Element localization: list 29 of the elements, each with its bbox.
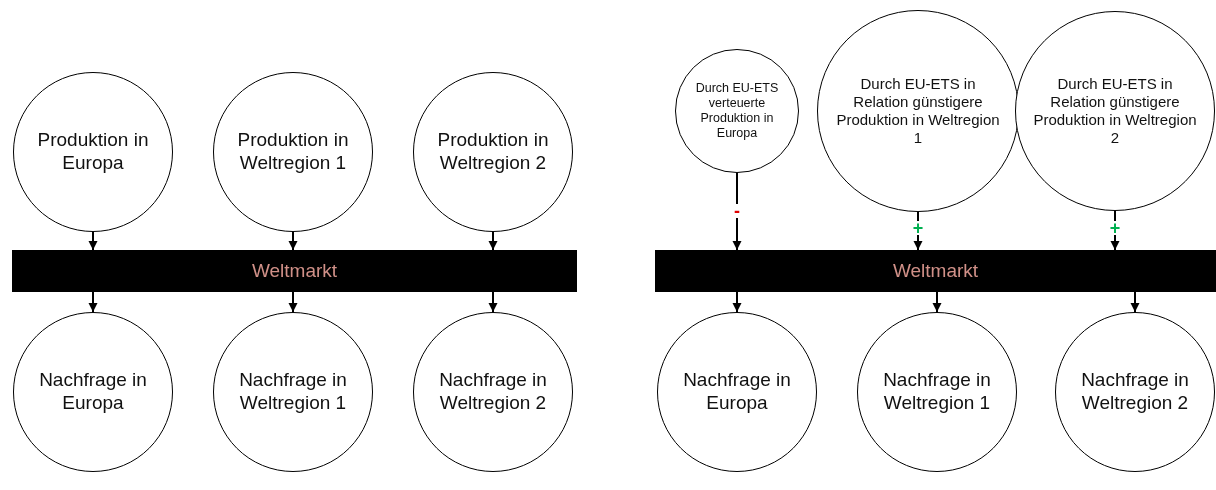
arrow [732, 172, 742, 251]
node-label: Nachfrage in Weltregion 1 [238, 369, 348, 415]
edge-label: + [1108, 221, 1122, 235]
node-label: Durch EU-ETS in Relation günstigere Produktion in Weltregion 2 [1032, 75, 1198, 147]
node-label: Durch EU-ETS verteuerte Produktion in Europa [694, 81, 780, 141]
market-bar [655, 250, 1216, 292]
node-label: Produktion in Weltregion 1 [236, 129, 350, 175]
edge-label: - [733, 204, 741, 218]
arrow [288, 291, 298, 313]
arrow [88, 291, 98, 313]
arrow [932, 291, 942, 313]
node-label: Durch EU-ETS in Relation günstigere Produktion in Weltregion 1 [835, 75, 1001, 147]
arrow [732, 291, 742, 313]
node-label: Weltmarkt [250, 259, 339, 283]
node-label: Nachfrage in Europa [38, 369, 148, 415]
node-label: Nachfrage in Weltregion 1 [882, 369, 992, 415]
node-label: Nachfrage in Europa [682, 369, 792, 415]
market-bar [12, 250, 577, 292]
edge-label: + [911, 221, 925, 235]
arrow [88, 231, 98, 251]
node-label: Nachfrage in Weltregion 2 [438, 369, 548, 415]
arrow [1130, 291, 1140, 313]
arrow [488, 231, 498, 251]
node-label: Produktion in Weltregion 2 [436, 129, 550, 175]
arrow [288, 231, 298, 251]
node-label: Weltmarkt [891, 259, 980, 283]
node-label: Nachfrage in Weltregion 2 [1080, 369, 1190, 415]
arrow [488, 291, 498, 313]
node-label: Produktion in Europa [36, 129, 150, 175]
